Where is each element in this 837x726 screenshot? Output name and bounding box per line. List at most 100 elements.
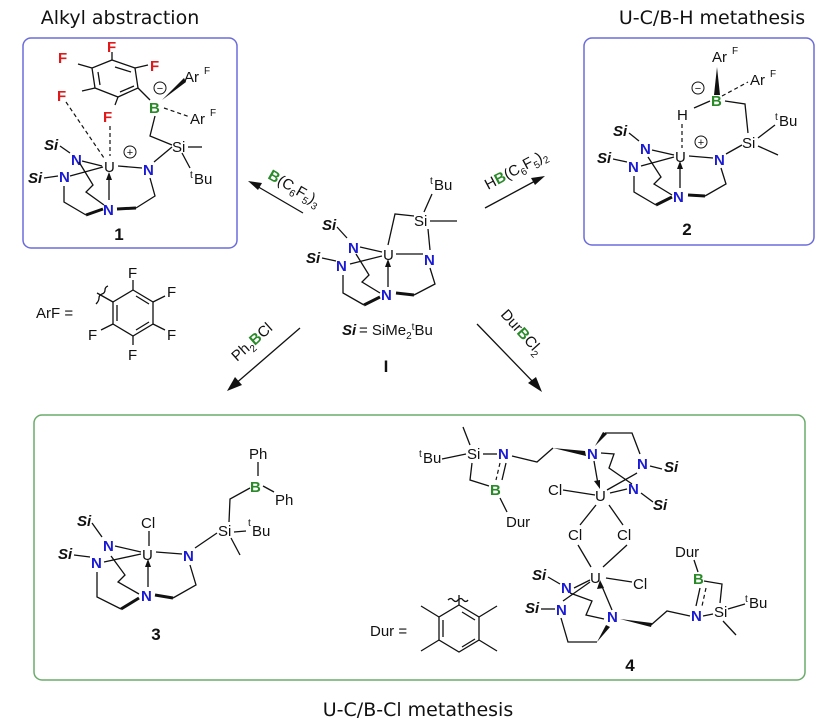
boron-atom: B (693, 571, 704, 588)
reagent-ph2bcl: Ph2BCl (228, 320, 278, 368)
positive-charge-icon (123, 145, 137, 159)
starting-complex-I: t Bu Si U N N N N Si Si Si = SiMe2tBu I (306, 176, 457, 376)
silicon-atom: Si (714, 604, 727, 621)
heading-uc-bcl-metathesis: U-C/B-Cl metathesis (323, 699, 513, 721)
reagent-bc6f5-3: B(C6F5)3 (264, 167, 324, 213)
box-compounds-3-4 (33, 414, 806, 681)
arf-superscript: F (770, 69, 776, 80)
fluorine-atom: F (58, 50, 67, 67)
nitrogen-atom: N (143, 162, 154, 179)
phenyl-group: Ph (249, 446, 267, 463)
tbu-group: Bu (749, 595, 767, 612)
tert-prefix: t (190, 170, 193, 181)
tbu-group: Bu (194, 171, 212, 188)
uranium-atom: U (383, 247, 394, 264)
arrow-to-4: DurBCl2 (476, 306, 547, 392)
nitrogen-atom: N (336, 258, 347, 275)
plus-sign: + (127, 147, 133, 159)
compound-label-1: 1 (114, 225, 123, 244)
boron-atom: B (250, 479, 261, 496)
compound-1-structure: F F F F F − B Ar F Ar F Si t Bu U + N N … (28, 39, 216, 244)
reagent-durbcl2: DurBCl2 (495, 306, 547, 360)
compound-label-4: 4 (625, 656, 635, 675)
fluorine-atom: F (128, 265, 137, 282)
nitrogen-atom: N (714, 152, 725, 169)
nitrogen-atom: N (628, 159, 639, 176)
nitrogen-atom: N (587, 446, 598, 463)
tbu-group: Bu (779, 113, 797, 130)
nitrogen-atom: N (381, 287, 392, 304)
nitrogen-atom: N (640, 141, 651, 158)
arf-superscript: F (732, 46, 738, 57)
minus-sign: − (157, 83, 163, 95)
silicon-atom: Si (218, 523, 231, 540)
minus-sign: − (695, 83, 701, 95)
nitrogen-atom: N (673, 189, 684, 206)
uranium-atom: U (142, 547, 153, 564)
arrow-to-3: Ph2BCl (227, 320, 301, 391)
silicon-atom: Si (742, 135, 755, 152)
negative-charge-icon (153, 81, 167, 95)
si-substituent: Si (306, 250, 321, 267)
si-definition-lhs: Si (342, 322, 357, 339)
phenyl-group: Ph (275, 492, 293, 509)
chloride-ligand: Cl (141, 515, 155, 532)
tert-prefix: t (419, 449, 422, 460)
tert-prefix: t (775, 112, 778, 123)
negative-charge-icon (691, 81, 705, 95)
positive-charge-icon (694, 135, 708, 149)
hydrogen-atom: H (677, 107, 688, 124)
si-substituent: Si (613, 123, 628, 140)
nitrogen-atom: N (91, 555, 102, 572)
fluorine-atom: F (107, 39, 116, 56)
heading-uc-bh-metathesis: U-C/B-H metathesis (619, 7, 805, 29)
plus-sign: + (698, 137, 704, 149)
box-compound-1 (22, 37, 238, 249)
chloride-ligand: Cl (633, 576, 647, 593)
arf-group: Ar (750, 72, 765, 89)
fluorine-atom: F (128, 347, 137, 364)
box-compound-2 (583, 37, 815, 246)
tbu-group: Bu (434, 177, 452, 194)
si-substituent: Si (77, 513, 92, 530)
duryl-group: Dur (506, 514, 530, 531)
bridging-chloride: Cl (568, 527, 582, 544)
boron-atom: B (711, 93, 722, 110)
si-definition-rhs: = SiMe2tBu (359, 322, 433, 342)
arf-definition: ArF = F F F F F (36, 265, 176, 364)
compound-3-structure: Ph B Ph Si t Bu Cl U N N N N Si Si 3 (58, 446, 293, 644)
si-substituent: Si (532, 567, 547, 584)
nitrogen-atom: N (141, 588, 152, 605)
uranium-atom: U (104, 159, 115, 176)
nitrogen-atom: N (183, 548, 194, 565)
arf-legend-label: ArF = (36, 305, 73, 322)
fluorine-atom: F (103, 109, 112, 126)
si-substituent: Si (28, 170, 43, 187)
tert-prefix: t (248, 518, 251, 529)
dur-legend-label: Dur = (370, 623, 407, 640)
arf-group: Ar (184, 69, 199, 86)
arf-superscript: F (204, 66, 210, 77)
compound-label-2: 2 (682, 220, 691, 239)
silicon-atom: Si (414, 213, 427, 230)
bridging-chloride: Cl (617, 527, 631, 544)
compound-label-I: I (384, 357, 389, 376)
fluorine-atom: F (57, 88, 66, 105)
tert-prefix: t (430, 176, 433, 187)
nitrogen-atom: N (628, 481, 639, 498)
fluorine-atom: F (150, 58, 159, 75)
silicon-atom: Si (467, 446, 480, 463)
si-substituent: Si (525, 600, 540, 617)
si-substituent: Si (322, 217, 337, 234)
arf-superscript: F (210, 108, 216, 119)
dur-definition: Dur = (370, 595, 498, 653)
uranium-atom: U (675, 149, 686, 166)
boron-atom: B (149, 100, 160, 117)
arrow-to-2: HB(C6F5)2 (482, 146, 552, 209)
nitrogen-atom: N (103, 202, 114, 219)
nitrogen-atom: N (607, 609, 618, 626)
arf-group: Ar (712, 49, 727, 66)
reagent-hbc6f5-2: HB(C6F5)2 (482, 146, 552, 196)
uranium-atom: U (595, 488, 606, 505)
